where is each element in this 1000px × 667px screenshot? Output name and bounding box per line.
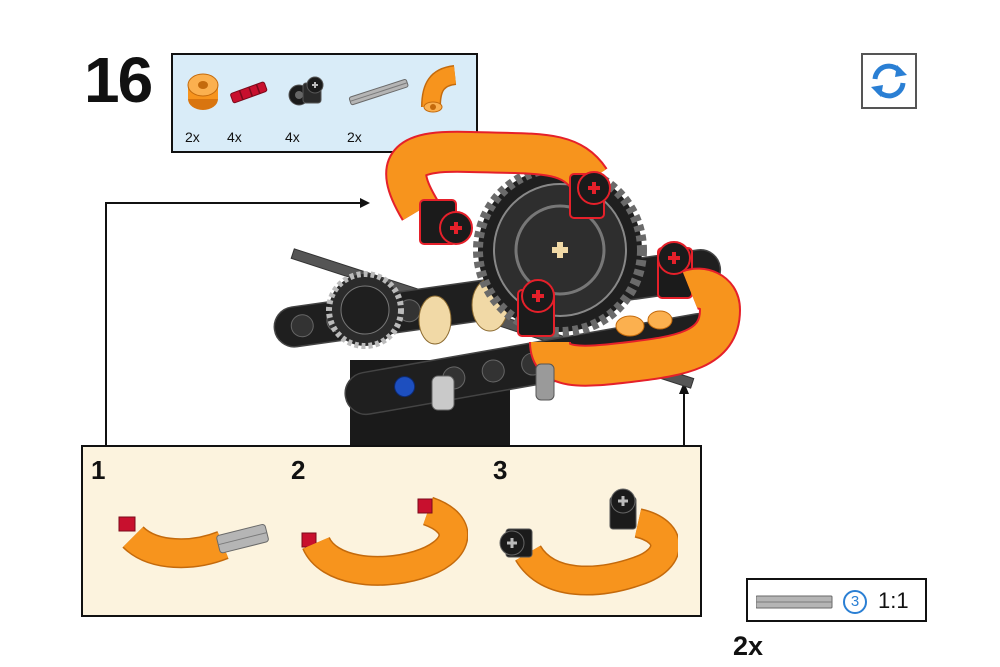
parts-item: 2x bbox=[347, 63, 409, 145]
multiplier: 2x bbox=[733, 631, 764, 661]
orange-curved-tube-icon bbox=[421, 65, 457, 113]
substep-1-image bbox=[118, 516, 269, 569]
black-axle-connector-icon bbox=[288, 76, 324, 106]
gray-axle-icon bbox=[348, 78, 409, 106]
parts-list: 2x 4x 4x 2x bbox=[171, 53, 478, 153]
red-axle-pin-icon bbox=[230, 81, 268, 104]
main-model-image bbox=[250, 130, 770, 460]
parts-item: 4x bbox=[225, 63, 285, 145]
substep-number: 3 bbox=[493, 455, 508, 485]
parts-item: 2x bbox=[179, 63, 239, 145]
subassembly-panel: 1 2 3 bbox=[81, 445, 702, 617]
rotate-icon bbox=[871, 63, 907, 99]
part-qty: 4x bbox=[285, 129, 300, 145]
rotate-model-button[interactable] bbox=[861, 53, 917, 109]
scale-reference: 3 1:1 bbox=[746, 578, 927, 622]
step-number: 16 bbox=[84, 44, 153, 116]
scale-callout: 3 bbox=[843, 590, 867, 614]
substep-number: 1 bbox=[91, 455, 106, 485]
substep-2-image bbox=[301, 496, 468, 586]
parts-item: 4x bbox=[283, 63, 343, 145]
part-qty: 2x bbox=[185, 129, 200, 145]
scale-ratio: 1:1 bbox=[878, 588, 909, 613]
orange-bush-icon bbox=[187, 73, 219, 110]
substep-3-image bbox=[499, 488, 678, 596]
part-qty: 4x bbox=[227, 129, 242, 145]
gray-axle-icon bbox=[756, 595, 833, 609]
part-qty: 2x bbox=[347, 129, 362, 145]
substep-number: 2 bbox=[291, 455, 306, 485]
